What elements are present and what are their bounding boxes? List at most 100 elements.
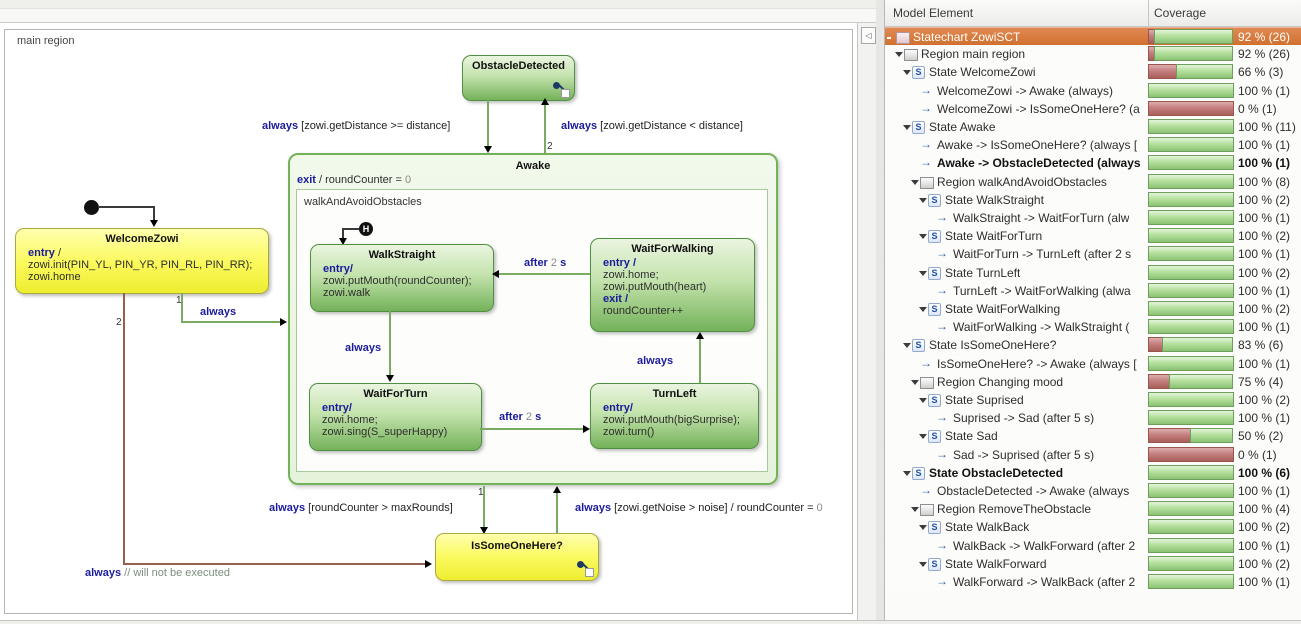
expander-icon[interactable] (903, 470, 911, 476)
initial-transition[interactable] (98, 206, 155, 208)
initial-transition[interactable] (153, 206, 155, 220)
state-waitforwalking[interactable]: WaitForWalking entry / zowi.home; zowi.p… (590, 238, 755, 332)
transition-ws-to-wft[interactable] (389, 310, 391, 376)
coverage-row-transition[interactable]: Sad -> Suprised (after 5 s)0 % (1) (885, 445, 1301, 464)
transition-obstacle-to-awake[interactable] (487, 99, 489, 147)
transition-welcome-to-issomeone[interactable] (123, 563, 427, 565)
transition-label[interactable]: always [zowi.getDistance < distance] (561, 120, 743, 132)
coverage-row-transition[interactable]: WaitForWalking -> WalkStraight (100 % (1… (885, 318, 1301, 337)
transition-label[interactable]: always // will not be executed (85, 567, 230, 579)
coverage-row-transition[interactable]: Awake -> IsSomeOneHere? (always [100 % (… (885, 136, 1301, 155)
coverage-percentage: 100 % (2) (1238, 192, 1291, 207)
transition-wft-to-tl[interactable] (480, 428, 585, 430)
transition-welcome-to-awake[interactable] (181, 293, 183, 323)
state-waitforturn[interactable]: WaitForTurn entry/ zowi.home; zowi.sing(… (309, 383, 482, 451)
expander-icon[interactable] (887, 37, 891, 39)
coverage-row-transition[interactable]: Suprised -> Sad (after 5 s)100 % (1) (885, 409, 1301, 428)
expander-icon[interactable] (919, 398, 927, 403)
column-divider[interactable] (1148, 0, 1149, 26)
transition-icon (936, 575, 948, 587)
column-header-coverage[interactable]: Coverage (1154, 6, 1207, 20)
history-node-icon[interactable]: H (359, 222, 373, 236)
initial-state-icon[interactable] (84, 200, 99, 215)
transition-label[interactable]: always (200, 306, 237, 318)
coverage-row-transition[interactable]: WelcomeZowi -> IsSomeOneHere? (a0 % (1) (885, 99, 1301, 118)
coverage-bar-covered (1168, 373, 1233, 389)
coverage-row-state[interactable]: State IsSomeOneHere?83 % (6) (885, 336, 1301, 355)
coverage-row-transition[interactable]: WelcomeZowi -> Awake (always)100 % (1) (885, 81, 1301, 100)
expander-icon[interactable] (911, 179, 919, 185)
transition-label[interactable]: always (345, 342, 382, 354)
expander-icon[interactable] (919, 525, 927, 531)
transition-label[interactable]: after 2 s (524, 257, 567, 269)
transition-tl-to-wfw[interactable] (699, 338, 701, 383)
state-welcomezowi[interactable]: WelcomeZowi entry / zowi.init(PIN_YL, PI… (15, 228, 269, 294)
transition-issomeone-to-awake[interactable] (556, 492, 558, 533)
state-turnleft[interactable]: TurnLeft entry/ zowi.putMouth(bigSurpris… (590, 383, 759, 449)
expander-icon[interactable] (903, 343, 911, 349)
statechart-editor-canvas[interactable]: main region ObstacleDetected always [zow… (0, 0, 877, 624)
transition-label[interactable]: always [roundCounter > maxRounds] (269, 502, 453, 514)
expander-icon[interactable] (911, 379, 919, 385)
coverage-row-transition[interactable]: IsSomeOneHere? -> Awake (always [100 % (… (885, 354, 1301, 373)
transition-label[interactable]: always [zowi.getDistance >= distance] (262, 120, 451, 132)
transition-welcome-to-awake[interactable] (181, 321, 282, 323)
column-header-model-element[interactable]: Model Element (893, 6, 974, 20)
transition-label[interactable]: always [zowi.getNoise > noise] / roundCo… (575, 502, 823, 514)
expander-icon[interactable] (911, 507, 919, 513)
state-issomeonehere[interactable]: IsSomeOneHere? (435, 533, 599, 581)
transition-welcome-to-issomeone[interactable] (123, 293, 125, 565)
editor-top-strip (0, 0, 876, 9)
expander-icon[interactable] (919, 434, 927, 440)
expander-icon[interactable] (919, 234, 927, 240)
expander-icon[interactable] (919, 307, 927, 312)
expander-icon[interactable] (903, 70, 911, 76)
expander-icon[interactable] (903, 125, 911, 130)
coverage-bar (1148, 210, 1234, 225)
transition-awake-to-obstacle[interactable] (544, 104, 546, 153)
expander-icon[interactable] (919, 270, 927, 276)
history-transition[interactable] (342, 228, 359, 230)
state-walkstraight[interactable]: WalkStraight entry/ zowi.putMouth(roundC… (310, 244, 494, 312)
expander-icon[interactable] (895, 52, 903, 58)
element-label: State ObstacleDetected (929, 465, 1064, 480)
history-transition[interactable] (342, 228, 344, 239)
transition-wfw-to-ws[interactable] (498, 273, 590, 275)
region-label: walkAndAvoidObstacles (304, 196, 422, 208)
collapse-palette-icon[interactable] (861, 27, 876, 44)
coverage-percentage: 100 % (1) (1238, 283, 1291, 298)
transition-label[interactable]: always (637, 355, 674, 367)
transition-awake-to-issomeone[interactable] (483, 486, 485, 529)
transition-label[interactable]: after 2 s (499, 411, 542, 423)
expander-icon[interactable] (919, 561, 927, 567)
coverage-bar-covered (1153, 46, 1233, 62)
coverage-bar-uncovered (1148, 446, 1234, 462)
coverage-bar-covered (1176, 64, 1233, 80)
expander-icon[interactable] (919, 197, 927, 203)
transition-icon (936, 247, 948, 259)
state-obstacledetected[interactable]: ObstacleDetected (462, 55, 575, 101)
